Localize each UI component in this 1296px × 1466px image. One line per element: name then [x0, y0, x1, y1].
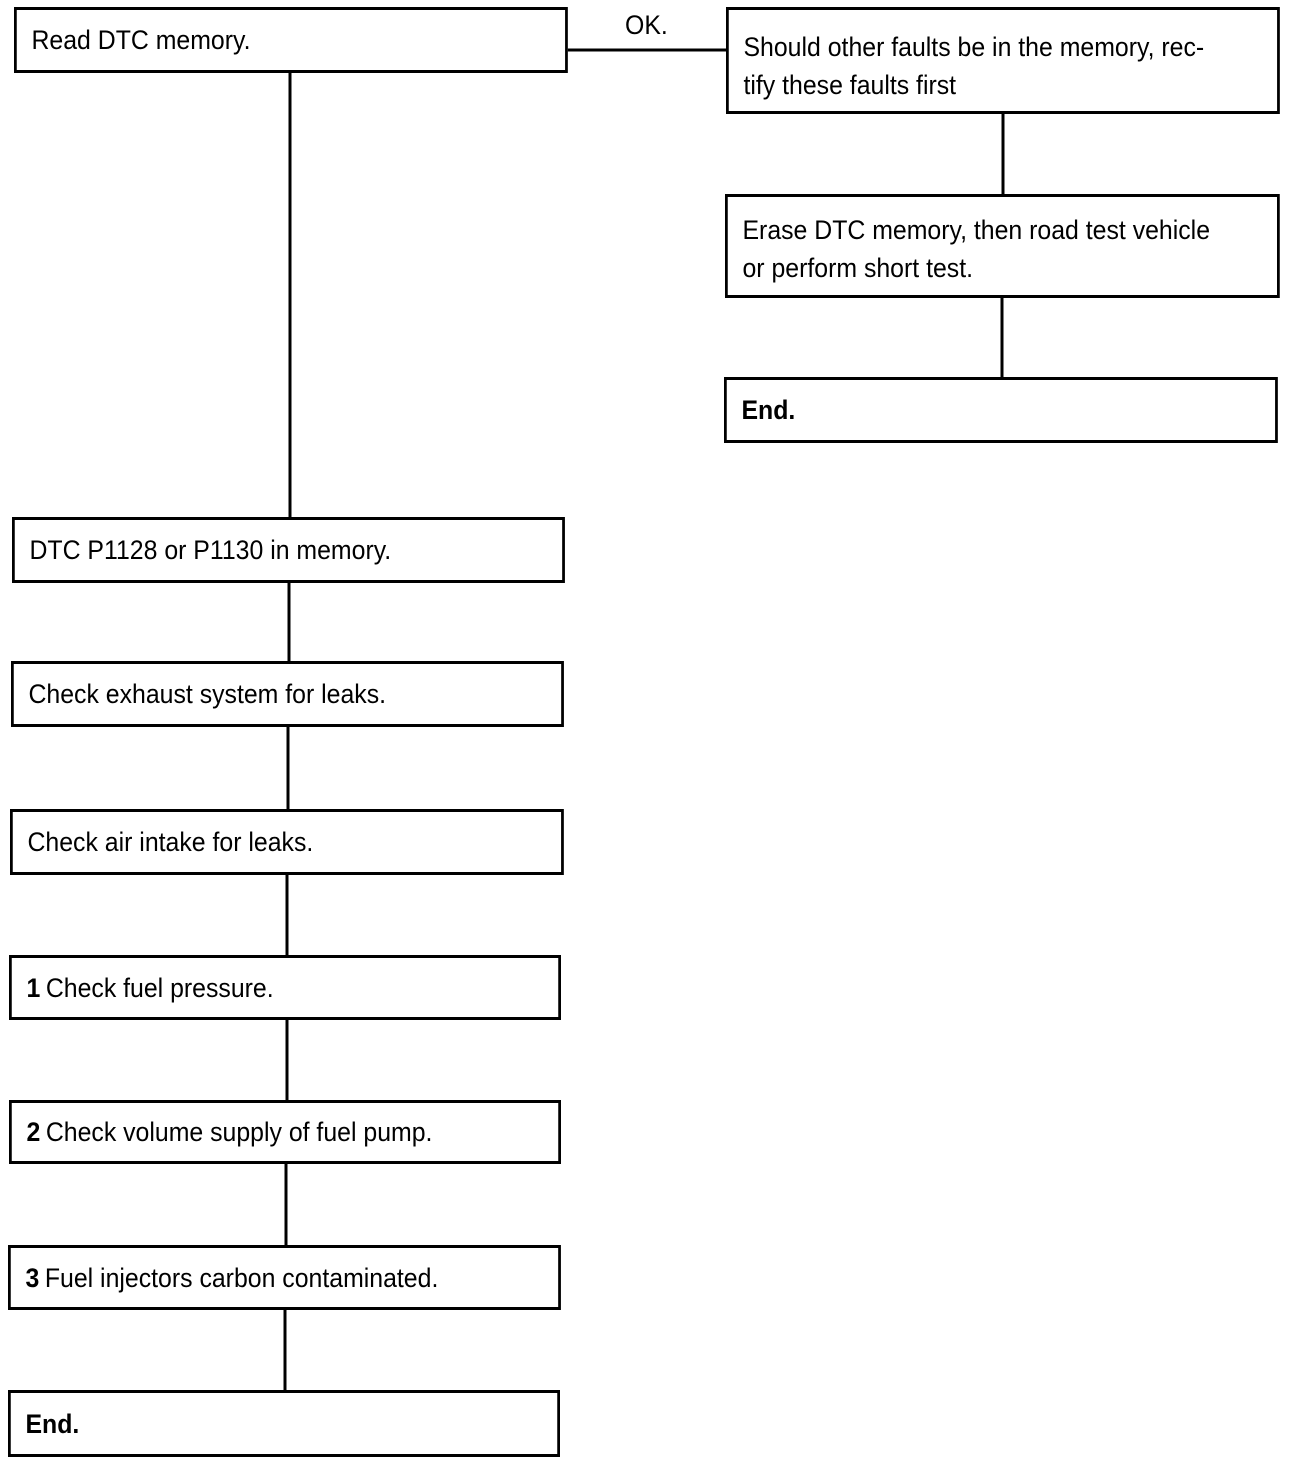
step-other-faults: Should other faults be in the memory, re…: [726, 7, 1280, 114]
step-erase-dtc: Erase DTC memory, then road test vehicle…: [725, 194, 1280, 298]
step-text: Check exhaust system for leaks.: [28, 679, 387, 709]
step-number: 1: [26, 972, 41, 1003]
step-text: End.: [25, 1408, 80, 1439]
branch-ok-label: OK.: [625, 10, 668, 40]
step-end-right: End.: [724, 377, 1278, 443]
step-label: Fuel injectors carbon contaminated.: [44, 1262, 439, 1293]
step-text: Read DTC memory.: [31, 25, 251, 55]
step-number: 3: [25, 1262, 40, 1293]
step-label: Check volume supply of fuel pump.: [45, 1117, 433, 1147]
step-check-exhaust: Check exhaust system for leaks.: [11, 661, 564, 727]
step-line-1: Erase DTC memory, then road test vehicle: [742, 215, 1211, 245]
step-dtc-in-memory: DTC P1128 or P1130 in memory.: [12, 517, 565, 583]
step-line-2: or perform short test.: [742, 253, 974, 283]
step-text: Check air intake for leaks.: [27, 827, 314, 857]
step-line-1: Should other faults be in the memory, re…: [743, 32, 1205, 62]
step-label: Check fuel pressure.: [45, 972, 274, 1003]
step-text: End.: [741, 395, 796, 425]
step-read-dtc-memory: Read DTC memory.: [14, 7, 568, 73]
step-end-left: End.: [8, 1390, 560, 1457]
step-text: Erase DTC memory, then road test vehicle…: [742, 211, 1210, 287]
step-check-air-intake: Check air intake for leaks.: [10, 809, 564, 875]
step-line-2: tify these faults first: [743, 70, 957, 100]
step-text: Should other faults be in the memory, re…: [743, 28, 1204, 104]
step-number: 2: [26, 1117, 41, 1147]
step-text: DTC P1128 or P1130 in memory.: [29, 535, 392, 565]
